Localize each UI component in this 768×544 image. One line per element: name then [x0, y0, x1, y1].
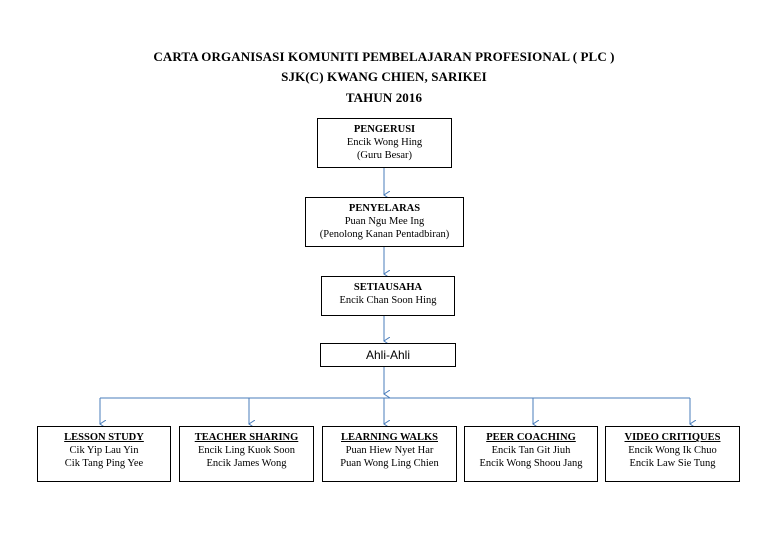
pengerusi-name: Encik Wong Hing [346, 137, 423, 148]
setiausaha-heading: SETIAUSAHA [353, 282, 423, 293]
group-box-peer-coaching: PEER COACHING Encik Tan Git Jiuh Encik W… [464, 426, 598, 482]
group-box-video-critiques: VIDEO CRITIQUES Encik Wong Ik Chuo Encik… [605, 426, 740, 482]
group-member: Encik Tan Git Jiuh [491, 445, 571, 456]
group-member: Encik James Wong [206, 458, 287, 469]
group-heading: TEACHER SHARING [194, 432, 299, 443]
group-member: Encik Wong Ik Chuo [628, 445, 717, 456]
group-member: Encik Law Sie Tung [629, 458, 716, 469]
chart-title-line3: TAHUN 2016 [345, 90, 423, 105]
chart-title-line2: SJK(C) KWANG CHIEN, SARIKEI [281, 69, 487, 84]
group-heading: LESSON STUDY [64, 432, 144, 443]
group-member: Cik Yip Lau Yin [69, 445, 139, 456]
group-box-teacher-sharing: TEACHER SHARING Encik Ling Kuok Soon Enc… [179, 426, 314, 482]
group-member: Puan Hiew Nyet Har [345, 445, 434, 456]
group-heading: PEER COACHING [486, 432, 576, 443]
penyelaras-heading: PENYELARAS [348, 203, 421, 214]
setiausaha-box: SETIAUSAHA Encik Chan Soon Hing [321, 276, 455, 316]
pengerusi-box: PENGERUSI Encik Wong Hing (Guru Besar) [317, 118, 452, 168]
group-box-lesson-study: LESSON STUDY Cik Yip Lau Yin Cik Tang Pi… [37, 426, 171, 482]
group-heading: LEARNING WALKS [341, 432, 438, 443]
group-member: Puan Wong Ling Chien [340, 458, 439, 469]
ahli-box: Ahli-Ahli [320, 343, 456, 367]
group-heading: VIDEO CRITIQUES [624, 432, 721, 443]
group-member: Encik Wong Shoou Jang [479, 458, 583, 469]
penyelaras-box: PENYELARAS Puan Ngu Mee Ing (Penolong Ka… [305, 197, 464, 247]
penyelaras-role: (Penolong Kanan Pentadbiran) [319, 229, 450, 240]
pengerusi-heading: PENGERUSI [353, 124, 416, 135]
group-member: Cik Tang Ping Yee [64, 458, 144, 469]
group-member: Encik Ling Kuok Soon [197, 445, 296, 456]
ahli-label: Ahli-Ahli [365, 348, 410, 362]
chart-title-line1: CARTA ORGANISASI KOMUNITI PEMBELAJARAN P… [153, 49, 615, 64]
pengerusi-role: (Guru Besar) [356, 150, 413, 161]
group-box-learning-walks: LEARNING WALKS Puan Hiew Nyet Har Puan W… [322, 426, 457, 482]
penyelaras-name: Puan Ngu Mee Ing [344, 216, 425, 227]
setiausaha-name: Encik Chan Soon Hing [339, 295, 437, 306]
